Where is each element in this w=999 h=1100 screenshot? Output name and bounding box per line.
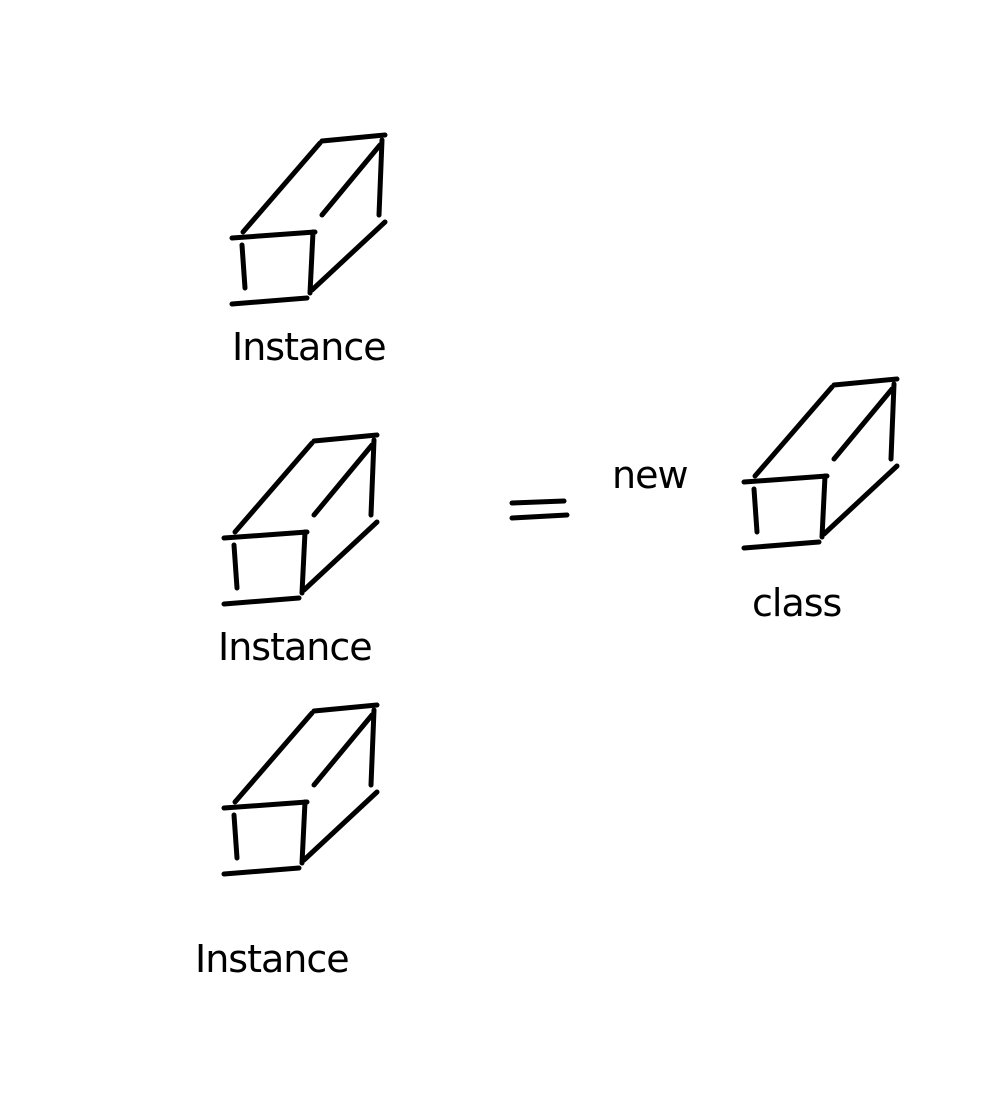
equals-sign: = — [509, 498, 570, 521]
class-label: class — [752, 581, 841, 625]
class-box: class — [744, 379, 897, 625]
box-icon — [224, 705, 377, 874]
box-icon — [744, 379, 897, 548]
instance-box-3: Instance — [195, 705, 377, 981]
instance-box-1: Instance — [232, 135, 386, 369]
instance-label-1: Instance — [232, 325, 386, 369]
instance-label-2: Instance — [218, 625, 372, 669]
instance-label-3: Instance — [195, 937, 349, 981]
box-icon — [224, 435, 377, 604]
box-icon — [232, 135, 385, 304]
new-keyword: new — [612, 453, 688, 497]
instance-box-2: Instance — [218, 435, 377, 669]
